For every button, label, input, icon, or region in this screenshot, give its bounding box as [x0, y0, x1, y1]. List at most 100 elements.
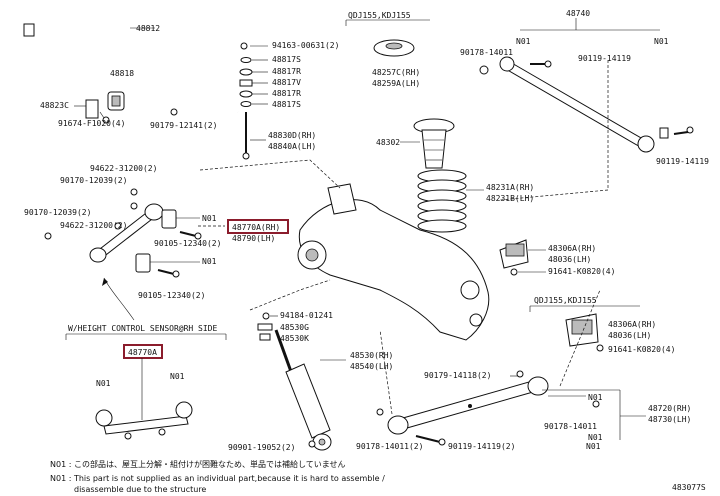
label-48840a[interactable]: 48840A(LH) [268, 142, 316, 151]
label-90178-top[interactable]: 90178-14011 [460, 48, 513, 57]
nut-90179-low[interactable] [516, 370, 524, 378]
bolt-91674[interactable] [99, 111, 110, 124]
highlight-48770a-sub [123, 344, 163, 359]
label-n01-e: N01 [96, 379, 111, 388]
bolt-90179[interactable] [170, 108, 178, 116]
label-qdj-top: QDJ155,KDJ155 [348, 11, 411, 20]
label-94184[interactable]: 94184-01241 [280, 311, 333, 320]
washer-94622-a[interactable] [130, 202, 138, 210]
bolt-90119-top[interactable] [530, 60, 552, 68]
label-90170-b[interactable]: 90170-12039(2) [24, 208, 91, 217]
label-48306a-a[interactable]: 48306A(RH) [548, 244, 596, 253]
bump-stopper[interactable] [413, 118, 455, 169]
axle-housing[interactable] [297, 183, 490, 341]
label-qdj-mid: QDJ155,KDJ155 [534, 296, 597, 305]
label-48770a-main[interactable]: 48770A(RH) [232, 223, 280, 232]
label-90178-low2[interactable]: 90178-14011 [544, 422, 597, 431]
label-n01-h: N01 [588, 433, 603, 442]
label-91674[interactable]: 91674-F1020(4) [58, 119, 125, 128]
bolt-90119-right[interactable] [659, 126, 694, 139]
bracket-48823c[interactable] [85, 99, 99, 119]
label-48530g[interactable]: 48530G [280, 323, 309, 332]
nut-90170-b[interactable] [44, 232, 52, 240]
lower-control-arm[interactable] [387, 376, 549, 435]
nut-90178-low[interactable] [376, 408, 384, 416]
label-n01-d: N01 [202, 257, 217, 266]
nut-90170-a[interactable] [130, 188, 138, 196]
label-48817r-b[interactable]: 48817R [272, 89, 301, 98]
label-n01-a: N01 [516, 37, 531, 46]
diagram-id: 483077S [672, 483, 706, 492]
label-48530[interactable]: 48530(RH) [350, 351, 393, 360]
label-n01-i: N01 [586, 442, 601, 451]
upper-control-arm[interactable] [499, 56, 655, 153]
label-90105-b[interactable]: 90105-12340(2) [138, 291, 205, 300]
label-90119-top[interactable]: 90119-14119 [578, 54, 631, 63]
label-n01-c: N01 [202, 214, 217, 223]
label-sensor-side: W/HEIGHT CONTROL SENSOR@RH SIDE [68, 324, 217, 333]
label-48790[interactable]: 48790(LH) [232, 234, 275, 243]
lateral-rod-sub[interactable] [95, 401, 193, 440]
stabilizer-bushing[interactable] [107, 91, 125, 111]
bolt-91641-a[interactable] [510, 268, 518, 276]
label-48730[interactable]: 48730(LH) [648, 415, 691, 424]
nut-90178-top[interactable] [479, 65, 489, 75]
label-48720[interactable]: 48720(RH) [648, 404, 691, 413]
shock-absorber[interactable] [257, 312, 332, 451]
nut-90901[interactable] [308, 440, 316, 448]
label-91641-a[interactable]: 91641-K0820(4) [548, 267, 615, 276]
label-90119-low[interactable]: 90119-14119(2) [448, 442, 515, 451]
label-91641-b[interactable]: 91641-K0820(4) [608, 345, 675, 354]
label-48231a[interactable]: 48231A(RH) [486, 183, 534, 192]
label-48818[interactable]: 48818 [110, 69, 134, 78]
label-48036[interactable]: 48036(LH) [548, 255, 591, 264]
label-90105-a[interactable]: 90105-12340(2) [154, 239, 221, 248]
label-94622-b[interactable]: 94622-31200(2) [60, 221, 127, 230]
bolt-90105-a[interactable] [179, 231, 202, 240]
label-48259a[interactable]: 48259A(LH) [372, 79, 420, 88]
label-94163[interactable]: 94163-00631(2) [272, 41, 339, 50]
label-48740[interactable]: 48740 [566, 9, 590, 18]
footnote-en-1: N01 : This part is not supplied as an in… [50, 474, 385, 483]
label-n01-f: N01 [170, 372, 185, 381]
label-90170-a[interactable]: 90170-12039(2) [60, 176, 127, 185]
label-48830d[interactable]: 48830D(RH) [268, 131, 316, 140]
label-90179-low[interactable]: 90179-14118(2) [424, 371, 491, 380]
bolt-90105-b[interactable] [157, 269, 180, 278]
stabilizer-bar[interactable] [23, 23, 239, 114]
label-94622-a[interactable]: 94622-31200(2) [90, 164, 157, 173]
label-90179[interactable]: 90179-12141(2) [150, 121, 217, 130]
washer-94622-b[interactable] [114, 222, 122, 230]
bolt-91641-b[interactable] [596, 344, 604, 352]
label-90178-low[interactable]: 90178-14011(2) [356, 442, 423, 451]
label-90119-right[interactable]: 90119-14119 [656, 157, 709, 166]
label-48036-b[interactable]: 48036(LH) [608, 331, 651, 340]
coil-spring[interactable] [417, 169, 467, 233]
bushing-n01-d[interactable] [135, 253, 151, 273]
link-parts-stack[interactable] [239, 42, 253, 160]
highlight-48770a-main [227, 219, 289, 234]
lateral-control-rod[interactable] [89, 203, 164, 263]
bump-stopper-bracket-a[interactable] [499, 239, 529, 269]
label-48823c[interactable]: 48823C [40, 101, 69, 110]
label-48306a-b[interactable]: 48306A(RH) [608, 320, 656, 329]
spring-insulator[interactable] [373, 39, 415, 57]
label-48257c[interactable]: 48257C(RH) [372, 68, 420, 77]
label-48817s-top[interactable]: 48817S [272, 55, 301, 64]
label-48812[interactable]: 48812 [136, 24, 160, 33]
label-48817s-b[interactable]: 48817S [272, 100, 301, 109]
label-48770a-sub[interactable]: 48770A [128, 348, 157, 357]
bushing-n01-c[interactable] [161, 209, 177, 229]
bolt-90119-low[interactable] [415, 435, 446, 446]
bump-stopper-bracket-b[interactable] [565, 313, 599, 347]
label-48530k[interactable]: 48530K [280, 334, 309, 343]
label-48817r-a[interactable]: 48817R [272, 67, 301, 76]
label-48302[interactable]: 48302 [376, 138, 400, 147]
label-48231b[interactable]: 48231B(LH) [486, 194, 534, 203]
nut-90178-low2[interactable] [592, 400, 600, 408]
label-48540[interactable]: 48540(LH) [350, 362, 393, 371]
label-90901[interactable]: 90901-19052(2) [228, 443, 295, 452]
label-48817v[interactable]: 48817V [272, 78, 301, 87]
